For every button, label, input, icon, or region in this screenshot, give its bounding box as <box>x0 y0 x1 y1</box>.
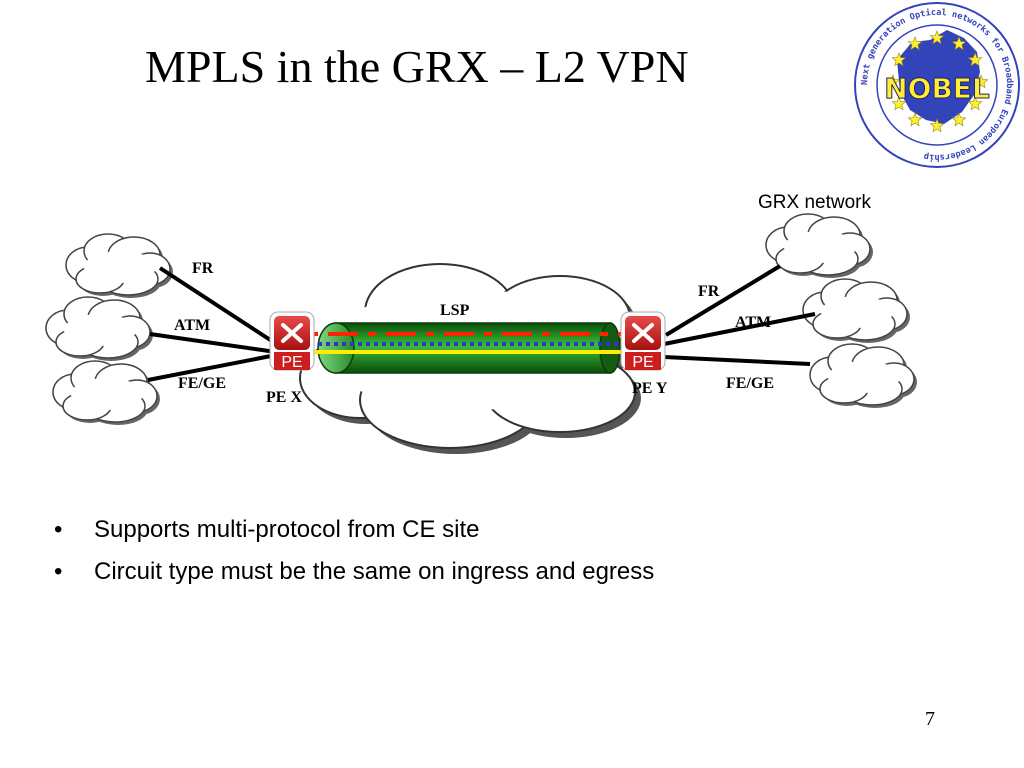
star-icon <box>973 74 989 89</box>
pe-y-label: PE Y <box>632 380 668 397</box>
pe-router-right: PE <box>620 311 666 371</box>
nobel-logo: Next generation Optical networks for Bro… <box>854 2 1020 168</box>
star-icon <box>891 96 907 111</box>
fege-left-label: FE/GE <box>178 375 226 392</box>
link-fege-right <box>663 355 811 366</box>
atm-left-label: ATM <box>174 317 210 334</box>
pe-right-badge: PE <box>632 354 653 371</box>
ce-cloud-atm-right <box>802 278 910 343</box>
star-icon <box>929 30 945 45</box>
bullet-list: • Supports multi-protocol from CE site •… <box>50 512 654 596</box>
bullet-text: Supports multi-protocol from CE site <box>94 516 480 543</box>
lsp-label: LSP <box>440 302 470 319</box>
star-icon <box>891 52 907 67</box>
page-number: 7 <box>925 708 935 730</box>
pe-router-left: PE <box>269 311 315 371</box>
bullet-item: • Circuit type must be the same on ingre… <box>50 554 654 596</box>
bullet-text: Circuit type must be the same on ingress… <box>94 558 655 585</box>
bullet-marker: • <box>54 516 63 543</box>
star-icon <box>929 118 945 133</box>
lsp-tunnel <box>317 322 621 374</box>
network-diagram: PE PE GRX network LSP FR ATM FE/GE PE X … <box>45 192 917 454</box>
grx-network-label: GRX network <box>758 192 871 213</box>
star-icon <box>967 96 983 111</box>
star-icon <box>907 36 923 51</box>
ce-cloud-fege-right <box>809 343 917 408</box>
pe-left-badge: PE <box>281 354 302 371</box>
link-fr-left <box>158 266 280 347</box>
star-icon <box>951 112 967 127</box>
fr-left-label: FR <box>192 260 214 277</box>
ce-cloud-fr-right <box>765 213 873 278</box>
star-icon <box>951 36 967 51</box>
ce-cloud-fr-left <box>65 233 173 298</box>
slide-title: MPLS in the GRX – L2 VPN <box>145 41 689 92</box>
europe-map-icon <box>897 30 980 124</box>
fr-right-label: FR <box>698 283 720 300</box>
link-fr-right <box>664 264 782 337</box>
fege-right-label: FE/GE <box>726 375 774 392</box>
ce-cloud-atm-left <box>45 296 153 361</box>
star-icon <box>967 52 983 67</box>
access-links <box>147 264 816 382</box>
star-ring-icon <box>885 30 989 133</box>
link-atm-left <box>149 332 277 354</box>
ce-cloud-fege-left <box>52 360 160 425</box>
atm-right-label: ATM <box>735 314 771 331</box>
bullet-marker: • <box>54 558 63 585</box>
bullet-item: • Supports multi-protocol from CE site <box>50 512 654 554</box>
link-fege-left <box>147 353 277 382</box>
pe-x-label: PE X <box>266 389 302 406</box>
logo-text: NOBEL <box>884 72 990 105</box>
star-icon <box>907 112 923 127</box>
star-icon <box>885 74 901 89</box>
link-atm-right <box>663 312 816 346</box>
